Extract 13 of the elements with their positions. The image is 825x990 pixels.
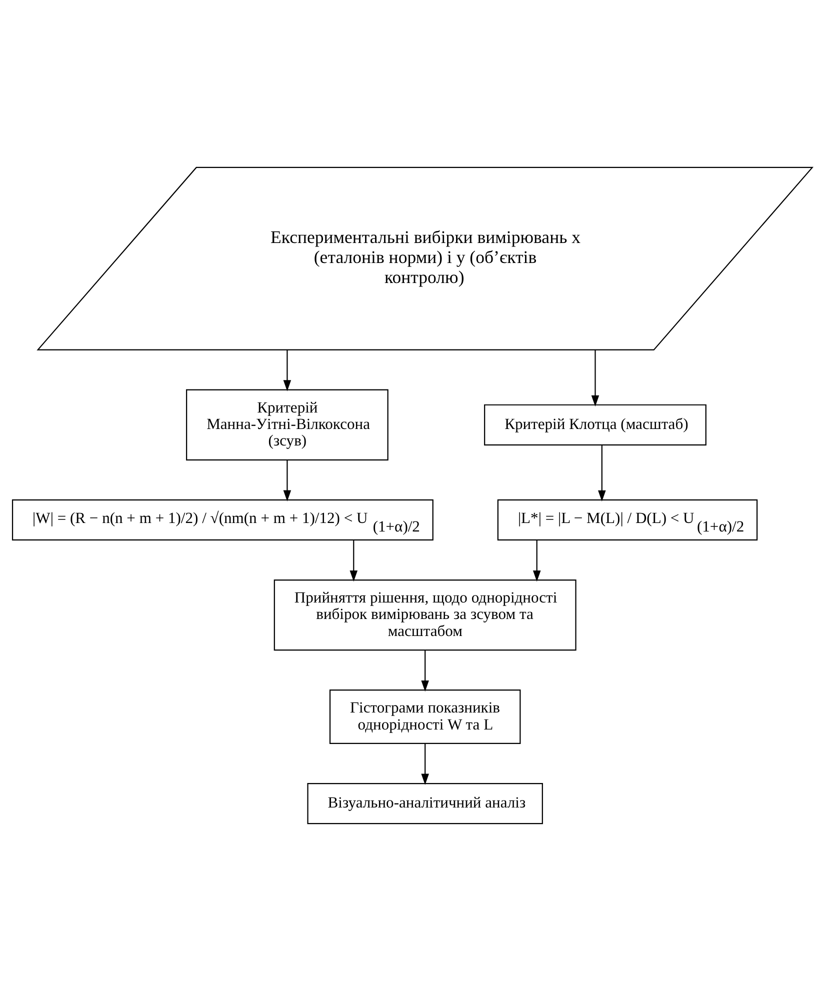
node-box: Прийняття рішення, щодо однорідності вибірок вимірювань за зсувом та масштабом — [274, 578, 576, 650]
node-box: Критерій Клотца (масштаб) — [484, 404, 706, 445]
arrow — [283, 350, 292, 391]
arrow — [283, 460, 292, 501]
arrow — [350, 540, 358, 582]
node-box: Гістограми показників однорідності W та L — [329, 689, 521, 744]
arrow — [421, 743, 429, 784]
arrow — [532, 540, 541, 582]
arrow — [591, 350, 600, 406]
node-box: Критерій Манна-Уітні-Вілкоксона (зсув) — [186, 388, 388, 460]
arrow — [598, 444, 606, 501]
arrow — [421, 650, 429, 692]
node-box: Візуально-аналітичний аналіз — [307, 782, 543, 824]
